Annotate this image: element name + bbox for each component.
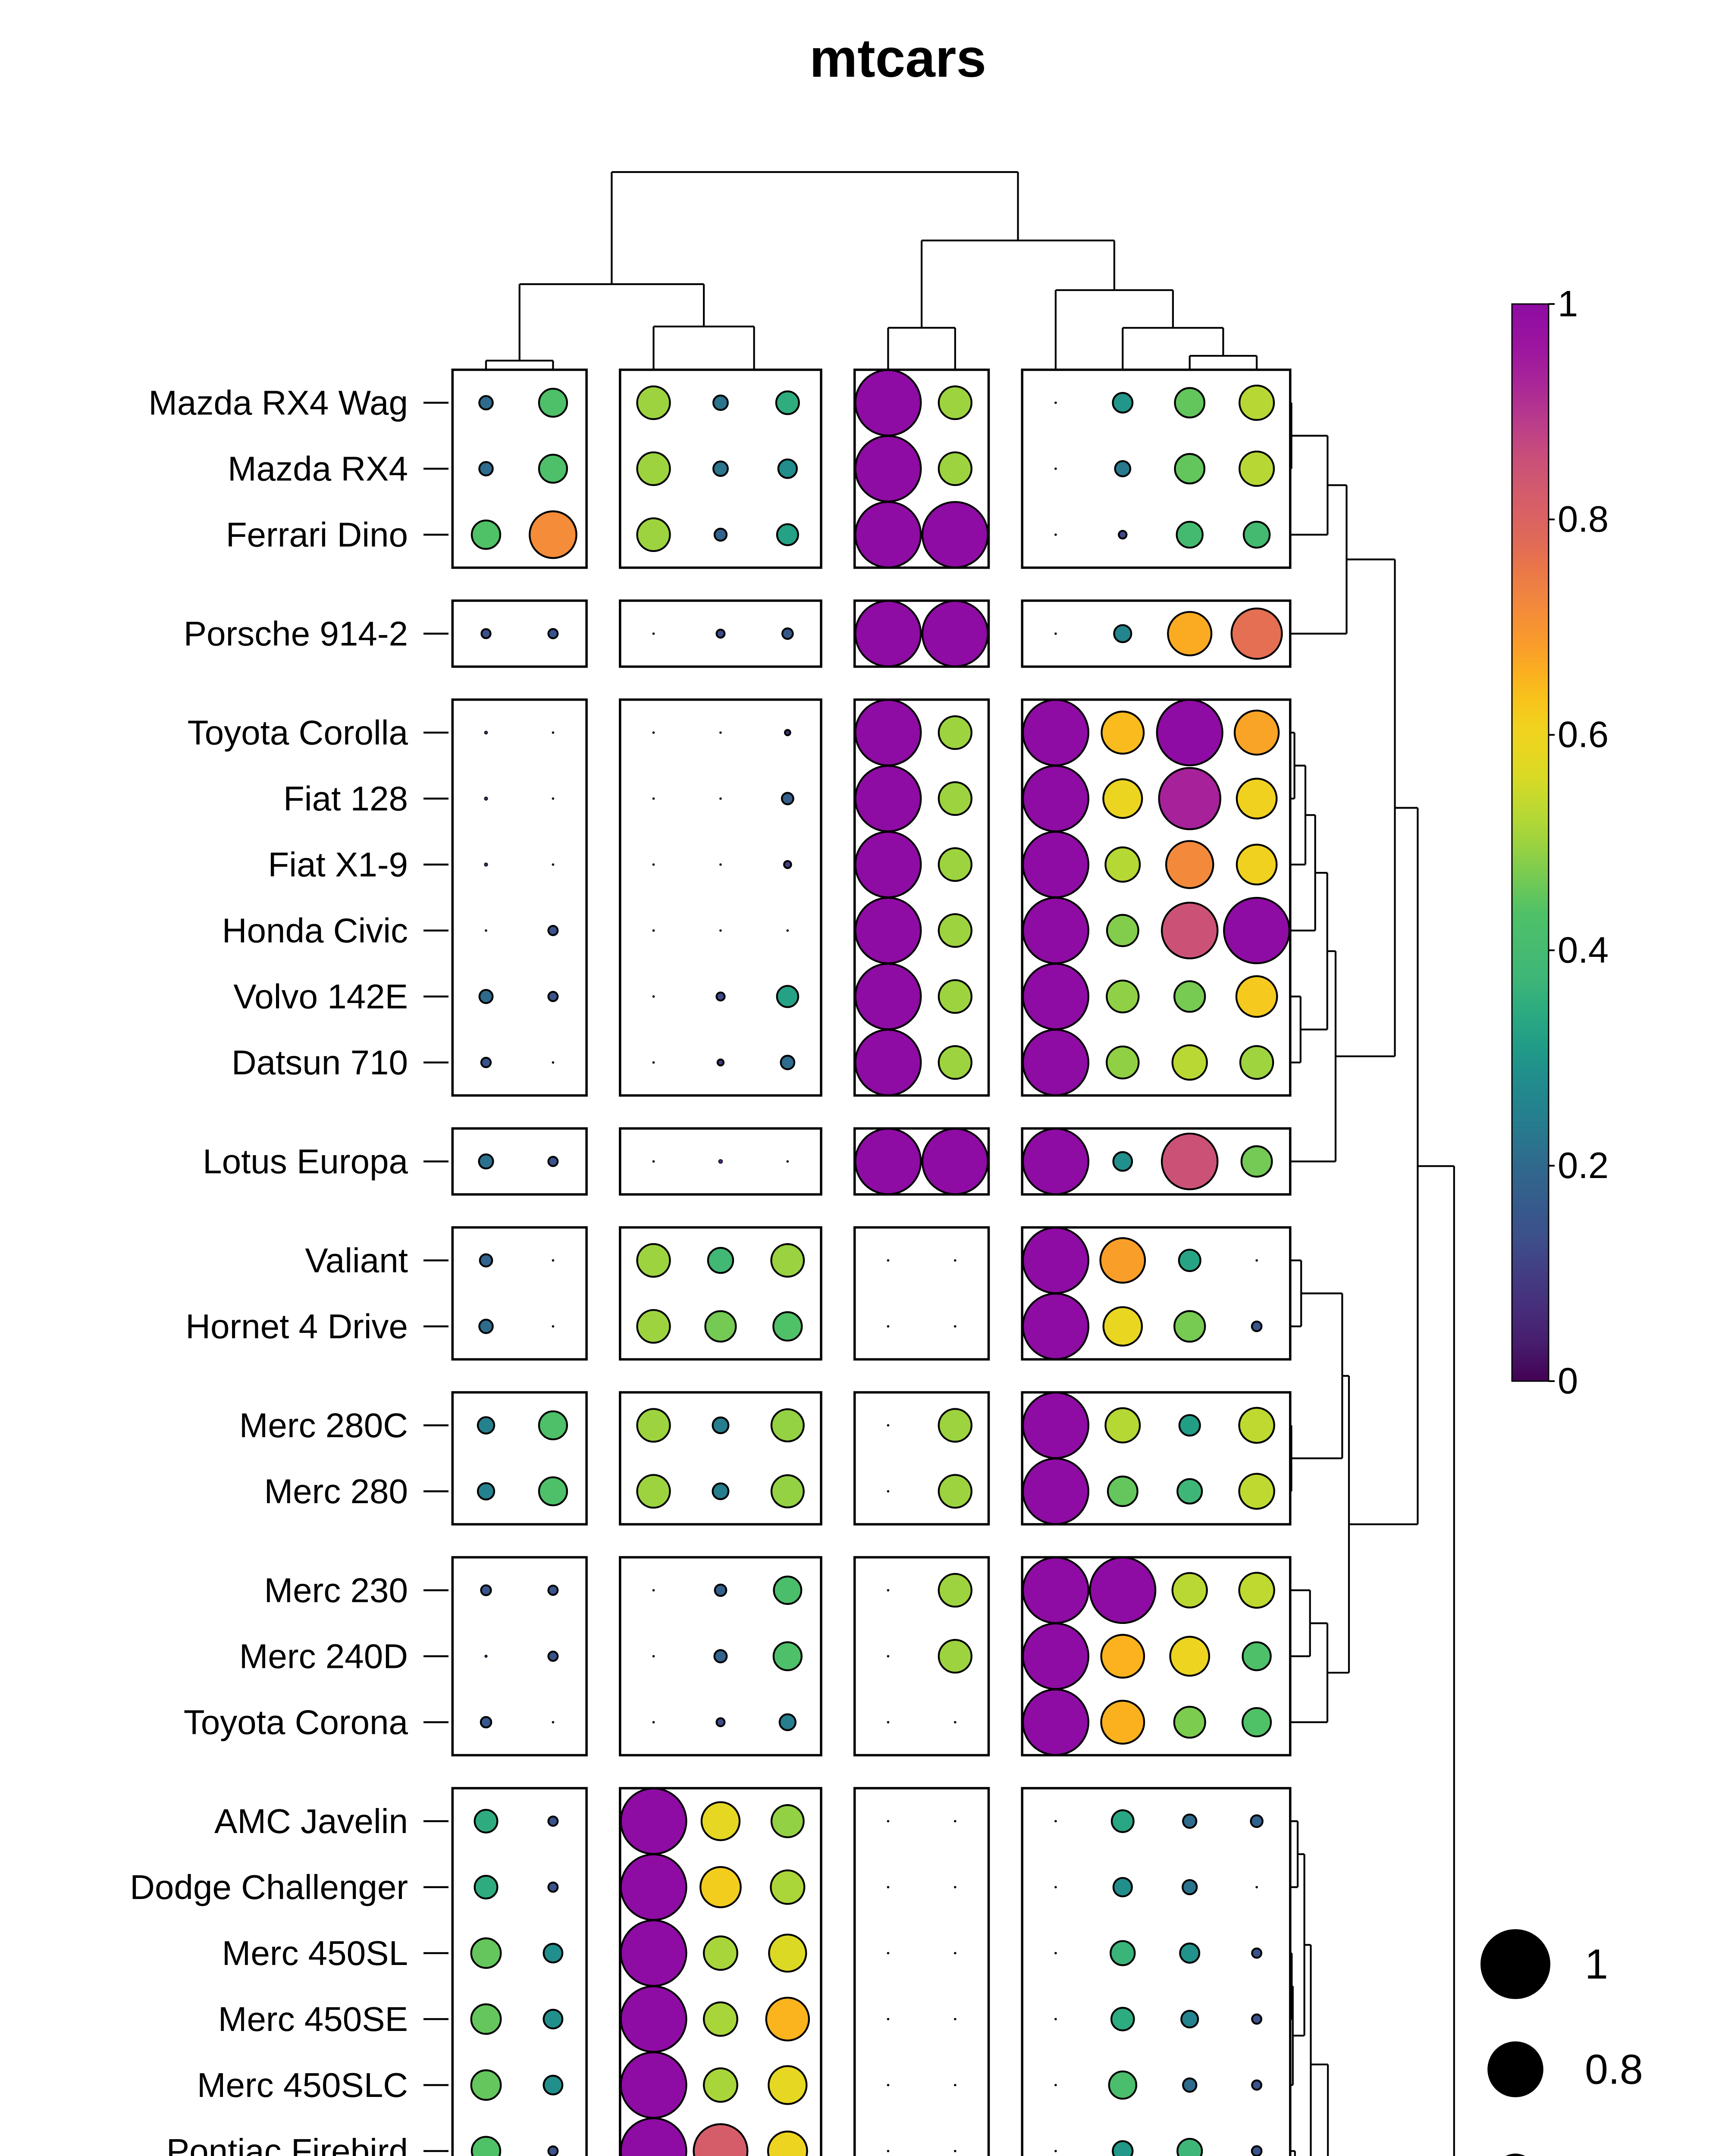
svg-text:Merc 240D: Merc 240D: [239, 1637, 408, 1676]
svg-text:Porsche 914-2: Porsche 914-2: [184, 614, 408, 653]
svg-text:Fiat X1-9: Fiat X1-9: [268, 846, 408, 884]
svg-text:0.8: 0.8: [1558, 499, 1609, 540]
svg-text:Ferrari Dino: Ferrari Dino: [226, 516, 408, 554]
svg-text:0: 0: [1558, 1361, 1578, 1402]
svg-text:0.4: 0.4: [1558, 930, 1609, 971]
svg-text:Toyota Corona: Toyota Corona: [184, 1703, 408, 1742]
svg-text:1: 1: [1585, 1941, 1608, 1988]
svg-text:Dodge Challenger: Dodge Challenger: [130, 1868, 408, 1906]
svg-text:0.2: 0.2: [1558, 1145, 1609, 1186]
svg-text:0.6: 0.6: [1585, 2151, 1643, 2156]
svg-text:Merc 450SE: Merc 450SE: [218, 2000, 408, 2038]
svg-text:Lotus Europa: Lotus Europa: [203, 1142, 408, 1181]
svg-text:Merc 230: Merc 230: [264, 1571, 408, 1610]
svg-text:Volvo 142E: Volvo 142E: [233, 978, 408, 1016]
svg-text:0.6: 0.6: [1558, 714, 1609, 755]
svg-text:Merc 280C: Merc 280C: [239, 1406, 408, 1445]
svg-text:Pontiac Firebird: Pontiac Firebird: [166, 2132, 408, 2156]
svg-text:Hornet 4 Drive: Hornet 4 Drive: [185, 1307, 408, 1346]
svg-text:Honda Civic: Honda Civic: [222, 912, 408, 950]
svg-text:Mazda RX4 Wag: Mazda RX4 Wag: [148, 384, 408, 422]
svg-text:1: 1: [1558, 284, 1578, 325]
svg-text:Mazda RX4: Mazda RX4: [228, 450, 408, 488]
svg-text:Valiant: Valiant: [305, 1241, 408, 1280]
svg-text:Datsun 710: Datsun 710: [232, 1044, 408, 1082]
svg-text:Merc 280: Merc 280: [264, 1472, 408, 1510]
svg-text:Merc 450SLC: Merc 450SLC: [197, 2066, 408, 2104]
svg-text:0.8: 0.8: [1585, 2046, 1643, 2093]
svg-text:Merc 450SL: Merc 450SL: [222, 1934, 408, 1972]
svg-text:AMC Javelin: AMC Javelin: [214, 1802, 408, 1840]
svg-text:Toyota Corolla: Toyota Corolla: [188, 714, 408, 752]
svg-text:mtcars: mtcars: [809, 28, 986, 88]
svg-text:Fiat 128: Fiat 128: [283, 780, 408, 818]
